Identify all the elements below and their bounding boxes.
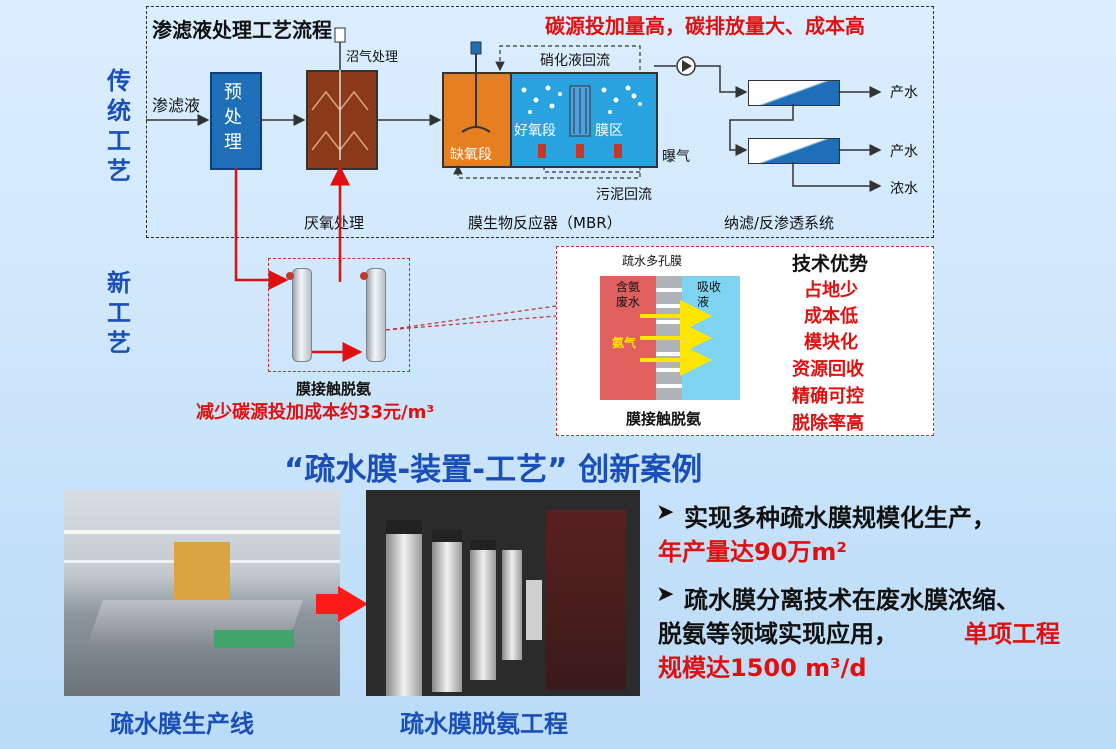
anoxic-label: 缺氧段 [450,147,492,163]
bullet-2-text-2: 脱氨等领域实现应用， [658,620,898,648]
out-water-1: 产水 [890,85,918,101]
aerobic-label: 好氧段 [514,123,556,139]
detail-caption: 膜接触脱氨 [626,410,702,428]
contactor-box [268,258,410,372]
membrane-top-label: 疏水多孔膜 [622,254,683,268]
contactor-column-2 [366,268,386,362]
traditional-process-box [146,6,934,238]
bullet-arrow-icon: ➤ [656,582,675,607]
advantage-6: 脱除率高 [792,413,864,434]
ammonia-arrows [640,300,712,376]
process-box-title: 渗滤液处理工艺流程 [152,18,332,42]
advantages-title: 技术优势 [792,253,869,275]
headline: “疏水膜-装置-工艺” 创新案例 [284,452,703,488]
bullet-1-text: 实现多种疏水膜规模化生产， [684,504,996,532]
biogas-label: 沼气处理 [346,50,399,65]
cost-saving: 减少碳源投加成本约33元/m³ [196,402,435,423]
contactor-column-1 [292,268,312,362]
new-process-side-label: 新工艺 [107,269,131,357]
right-arrow-icon [338,586,368,622]
bullet-2-highlight-2: 规模达1500 m³/d [658,654,867,682]
advantage-4: 资源回收 [792,359,864,380]
traditional-side-label: 传统工艺 [107,67,131,185]
production-line-photo [64,490,340,696]
wastewater-label: 含氨废水 [616,280,641,309]
pretreat-label: 预处理 [224,82,242,153]
valve-icon [360,272,368,280]
nitrate-label: 硝化液回流 [540,53,610,69]
bullet-2-text-1: 疏水膜分离技术在废水膜浓缩、 [684,586,1020,614]
ammonia-label: 氨气 [612,336,637,350]
right-arrow-shaft [316,594,340,614]
mbr-label: 膜生物反应器（MBR） [468,214,622,232]
aeration-label: 曝气 [662,149,690,165]
carbon-warning: 碳源投加量高，碳排放量大、成本高 [545,14,865,38]
ro-module-2 [748,138,840,164]
right-photo-caption: 疏水膜脱氨工程 [400,710,568,738]
advantage-3: 模块化 [804,332,858,353]
advantage-5: 精确可控 [792,386,864,407]
ro-module-1 [748,80,840,106]
anaerobic-reactor [306,70,378,170]
deammonia-project-photo [366,490,640,696]
inflow-label: 渗滤液 [152,96,201,115]
contactor-label: 膜接触脱氨 [296,380,372,398]
out-concentrate: 浓水 [890,181,918,197]
advantage-1: 占地少 [804,280,858,301]
bullet-2-highlight-1: 单项工程 [964,620,1060,648]
bullet-1-highlight: 年产量达90万m² [658,538,847,566]
bullet-arrow-icon: ➤ [656,500,675,525]
ro-label: 纳滤/反渗透系统 [724,214,835,232]
out-water-2: 产水 [890,144,918,160]
valve-icon [286,272,294,280]
left-photo-caption: 疏水膜生产线 [110,710,254,738]
anaerobic-label: 厌氧处理 [304,214,365,232]
membrane-zone-label: 膜区 [595,123,623,139]
sludge-label: 污泥回流 [596,187,652,203]
advantage-2: 成本低 [804,306,858,327]
